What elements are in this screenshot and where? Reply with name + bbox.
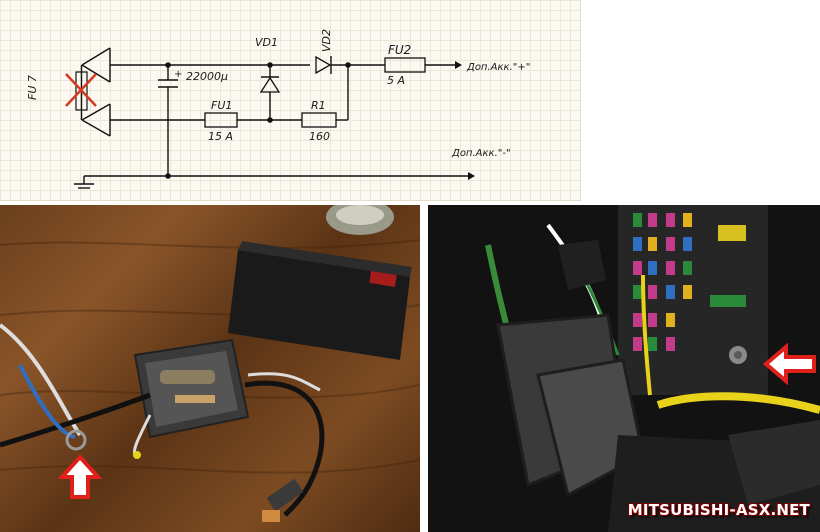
- red-arrow-up-icon: [57, 454, 103, 499]
- site-watermark: MITSUBISHI-ASX.NET: [627, 501, 810, 519]
- resistor-r1-value: 160: [309, 130, 330, 143]
- module-photo-drawing: [0, 205, 420, 522]
- input-connector-bottom: [81, 103, 111, 137]
- circuit-schematic: FU 7 +: [0, 0, 581, 201]
- project-box: [133, 338, 250, 439]
- photo-fuse-box: MITSUBISHI-ASX.NET: [428, 205, 820, 532]
- photo-module-on-table: [0, 205, 420, 532]
- capacitor-label: 22000µ: [186, 70, 228, 83]
- fuse-box-photo-drawing: [428, 205, 820, 532]
- resistor-r1-symbol: [301, 112, 337, 128]
- fuse-fu7-symbol: [65, 65, 97, 120]
- diode-vd2-symbol: [315, 55, 332, 75]
- schematic-drawing: FU 7 +: [26, 29, 530, 189]
- fuse-fu2-label: FU2: [388, 43, 411, 57]
- diode-vd1-symbol: [259, 76, 281, 93]
- red-arrow-left-icon: [762, 342, 816, 386]
- fuse-fu2-rating: 5 A: [387, 74, 405, 87]
- output-plus-label: Доп.Акк."+": [466, 62, 530, 73]
- diode-vd1-label: VD1: [255, 36, 278, 49]
- diode-vd2-label: VD2: [320, 29, 333, 52]
- capacitor-symbol: [158, 79, 178, 88]
- resistor-r1-label: R1: [311, 99, 326, 112]
- fuse-fu1-label: FU1: [211, 99, 232, 112]
- ground-symbol: [74, 176, 94, 189]
- battery: [228, 241, 412, 360]
- svg-text:+: +: [174, 69, 182, 80]
- fuse-fu1-symbol: [204, 112, 238, 128]
- fuse-grid: [633, 213, 746, 351]
- fuse-fu1-rating: 15 A: [208, 130, 233, 143]
- fuse-fu2-symbol: [384, 57, 426, 73]
- output-minus-label: Доп.Акк."-": [451, 148, 511, 159]
- fuse-fu7-label: FU 7: [26, 75, 39, 100]
- input-connector-top: [81, 47, 111, 83]
